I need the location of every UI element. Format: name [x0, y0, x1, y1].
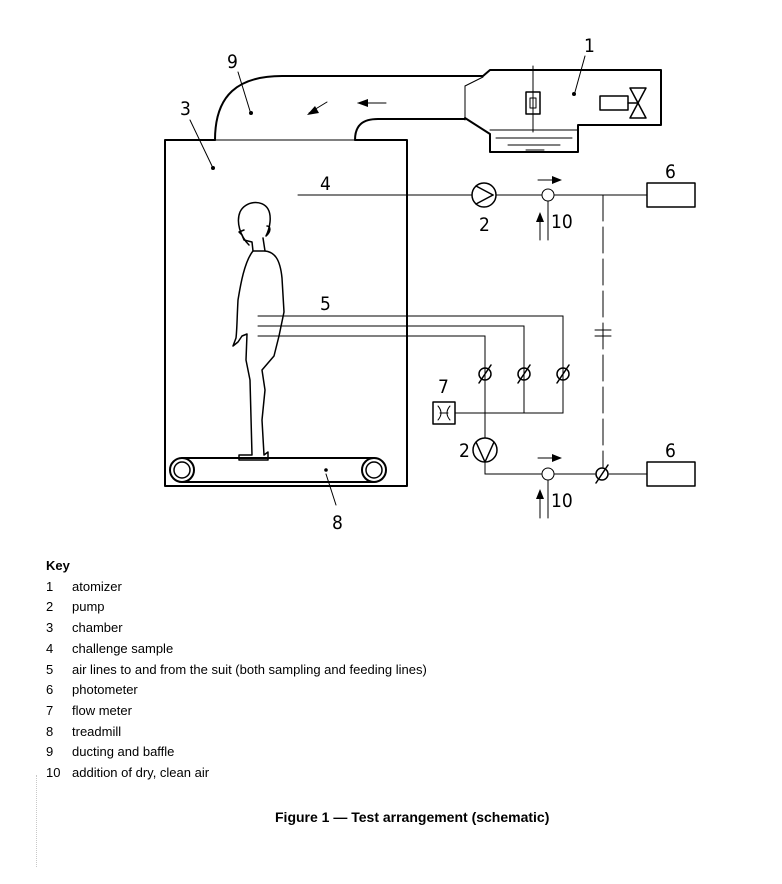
key-number: 9: [46, 744, 54, 760]
margin-mark: [36, 775, 37, 867]
key-number: 1: [46, 578, 54, 594]
key-label: chamber: [72, 620, 123, 636]
key-row: 7 flow meter: [46, 701, 427, 722]
leader-dots: [211, 92, 576, 170]
air-inlet-bottom: [536, 454, 562, 519]
key-label: flow meter: [72, 702, 132, 718]
key-label: challenge sample: [72, 640, 174, 656]
leader-lines: [189, 55, 586, 506]
key-label: treadmill: [72, 723, 122, 739]
callout-7: 7: [438, 376, 449, 398]
test-arrangement-diagram: 1 9 3 4 2 10 6 5 7 2 6 10 8: [164, 35, 696, 534]
figure-caption: Figure 1 — Test arrangement (schematic): [275, 809, 550, 825]
key-label: air lines to and from the suit (both sam…: [72, 661, 427, 677]
pump-bottom: [472, 437, 498, 463]
callout-9: 9: [227, 51, 238, 73]
ducting-and-baffle: [214, 65, 662, 153]
person-figure: [232, 201, 285, 461]
key-number: 4: [46, 640, 54, 656]
photometer-bottom: [646, 461, 696, 487]
callout-3: 3: [180, 98, 191, 120]
callout-2-bottom: 2: [459, 440, 470, 462]
key-number: 8: [46, 723, 54, 739]
callout-2-top: 2: [479, 214, 490, 236]
callout-1: 1: [584, 35, 595, 57]
key-label: addition of dry, clean air: [72, 765, 210, 781]
key-label: ducting and baffle: [72, 744, 175, 760]
callout-8: 8: [332, 512, 343, 534]
key-number: 3: [46, 620, 54, 636]
callout-5: 5: [320, 293, 331, 315]
callout-10-top: 10: [551, 211, 573, 233]
figure-key: Key 1 atomizer 2 pump 3 chamber 4 challenge …: [46, 556, 427, 784]
callout-4: 4: [320, 173, 331, 195]
callout-6-bottom: 6: [665, 440, 676, 462]
key-label: pump: [72, 599, 105, 615]
callout-10-bottom: 10: [551, 490, 573, 512]
key-row: 1 atomizer: [46, 577, 427, 598]
key-row: 4 challenge sample: [46, 639, 427, 660]
callout-6-top: 6: [665, 161, 676, 183]
key-row: 8 treadmill: [46, 722, 427, 743]
valves: [478, 364, 609, 484]
key-number: 10: [46, 765, 61, 781]
chamber: [164, 139, 408, 487]
key-row: 10 addition of dry, clean air: [46, 763, 427, 784]
key-number: 2: [46, 599, 54, 615]
treadmill: [169, 457, 387, 483]
key-row: 5 air lines to and from the suit (both sa…: [46, 660, 427, 681]
pump-top: [471, 182, 497, 208]
key-row: 6 photometer: [46, 680, 427, 701]
key-number: 6: [46, 682, 54, 698]
callout-labels: 1 9 3 4 2 10 6 5 7 2 6 10 8: [180, 35, 676, 534]
flow-meter: [432, 401, 456, 425]
air-lines: [257, 194, 648, 475]
key-number: 7: [46, 702, 54, 718]
key-label: atomizer: [72, 578, 122, 594]
key-title: Key: [46, 558, 70, 573]
key-label: photometer: [72, 682, 138, 698]
air-inlet-top: [536, 176, 562, 241]
key-row: 3 chamber: [46, 618, 427, 639]
key-row: 9 ducting and baffle: [46, 742, 427, 763]
key-number: 5: [46, 661, 54, 677]
key-row: 2 pump: [46, 597, 427, 618]
photometer-top: [646, 182, 696, 208]
